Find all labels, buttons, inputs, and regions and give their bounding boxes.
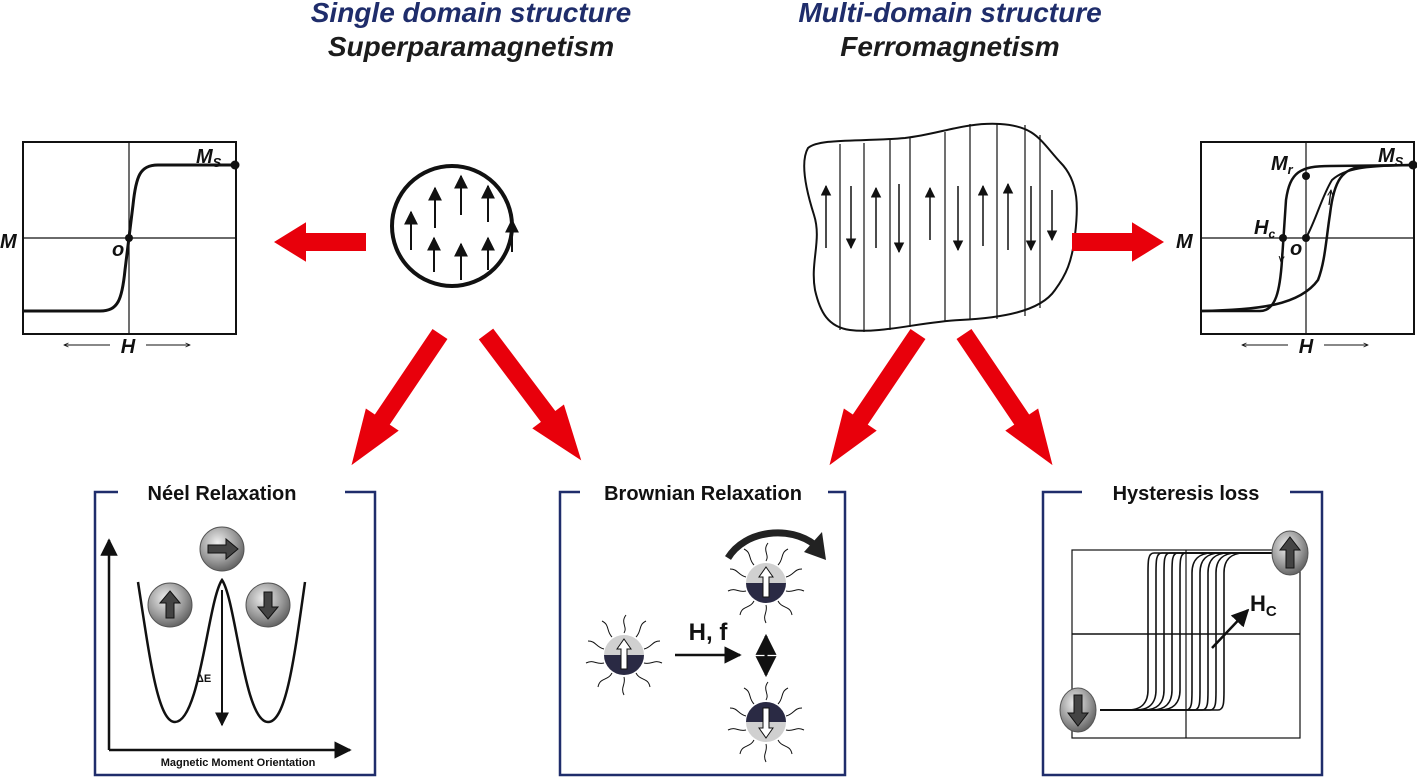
left-graph-origin-label: o: [112, 239, 124, 261]
left-graph-h-label: H: [121, 336, 136, 358]
right-graph-origin-label: o: [1290, 238, 1302, 260]
red-arrow-to-neel: [335, 322, 457, 477]
right-header-title: Multi-domain structure: [798, 0, 1101, 28]
hysteresis-spin-down-ball: [1059, 687, 1097, 733]
hysteresis-spin-up-ball: [1271, 530, 1309, 576]
brownian-particle-bottom: [727, 681, 805, 763]
neel-spin-down-ball: [245, 582, 291, 628]
hysteresis-loop-ascending-4: [1100, 552, 1300, 711]
neel-relaxation-box: Néel Relaxation ΔE Magnetic Moment Orien…: [93, 483, 377, 777]
red-arrow-to-left-graph: [274, 222, 366, 262]
right-graph-hc-label: Hc: [1254, 217, 1275, 241]
hysteresis-loop-descending-5: [1100, 552, 1300, 711]
right-mh-graph: M MS Mr Hc o H: [1176, 141, 1417, 358]
hysteresis-box-title: Hysteresis loss: [1113, 483, 1260, 505]
field-frequency-label: H, f: [689, 619, 729, 646]
right-graph-h-label: H: [1299, 336, 1314, 358]
hysteresis-loops: [1100, 552, 1300, 711]
rotation-arrow: [725, 529, 818, 561]
red-arrow-to-hysteresis: [947, 322, 1069, 477]
domain-walls: [839, 124, 1041, 332]
single-domain-particle: [390, 164, 519, 288]
hysteresis-loop-ascending-3: [1100, 552, 1300, 711]
hysteresis-loop-descending-1: [1100, 552, 1300, 711]
left-mh-graph: M MS o H: [0, 141, 240, 358]
hysteresis-loss-box: Hysteresis loss HC: [1041, 483, 1324, 777]
double-well-curve: [136, 577, 307, 724]
hysteresis-loop-ascending-1: [1100, 552, 1300, 711]
brownian-box-title: Brownian Relaxation: [604, 483, 802, 505]
hysteresis-loop-descending-3: [1100, 552, 1300, 711]
neel-spin-up-ball: [147, 582, 193, 628]
left-graph-m-label: M: [0, 231, 18, 253]
right-graph-mr-label: Mr: [1271, 153, 1294, 177]
spin-arrows: [404, 174, 519, 280]
right-hysteresis-ascending: [1200, 163, 1415, 313]
domain-arrows: [820, 182, 1058, 254]
hysteresis-hc-label: HC: [1250, 591, 1277, 620]
hysteresis-loop-ascending-5: [1100, 552, 1300, 711]
left-header-subtitle: Superparamagnetism: [328, 31, 614, 62]
neel-x-axis-label: Magnetic Moment Orientation: [161, 757, 316, 769]
brownian-relaxation-box: Brownian Relaxation H, f: [558, 483, 847, 777]
delta-e-label: ΔE: [196, 673, 211, 685]
red-arrow-to-right-graph: [1072, 222, 1164, 262]
brownian-particle-left: [585, 614, 663, 696]
hysteresis-loop-descending-4: [1100, 552, 1300, 711]
hc-arrow: [1211, 608, 1250, 649]
left-header-title: Single domain structure: [311, 0, 632, 28]
brownian-particle-top: [727, 542, 805, 624]
right-initial-curve: [1305, 164, 1415, 239]
neel-box-title: Néel Relaxation: [148, 483, 297, 505]
hysteresis-loop-descending-2: [1100, 552, 1300, 711]
right-graph-ms-label: MS: [1378, 145, 1404, 169]
multi-domain-particle: [803, 122, 1078, 332]
hysteresis-loop-ascending-2: [1100, 552, 1300, 711]
neel-spin-right-ball: [199, 526, 245, 572]
right-graph-m-label: M: [1176, 231, 1194, 253]
red-arrow-to-brownian-right: [813, 322, 935, 477]
left-graph-ms-label: MS: [196, 146, 222, 170]
red-arrow-to-brownian-left: [470, 322, 598, 473]
right-hysteresis-descending: [1201, 163, 1415, 313]
right-header-subtitle: Ferromagnetism: [840, 31, 1059, 62]
